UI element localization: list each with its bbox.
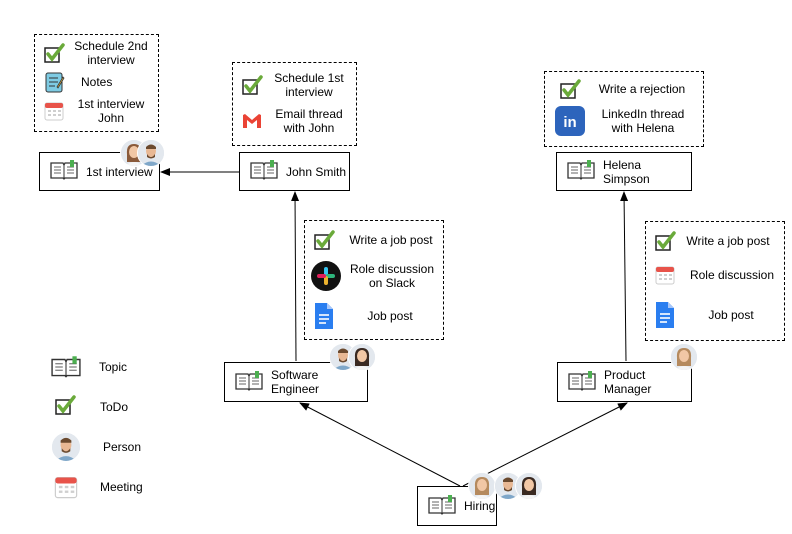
person-avatar-female[interactable] — [515, 472, 543, 500]
doc-label: Job post — [708, 308, 754, 322]
legend-todo-label: ToDo — [100, 400, 129, 414]
topic-label: Helena Simpson — [603, 157, 650, 186]
checkbox-checked-icon — [41, 40, 67, 66]
google-docs-icon — [311, 301, 337, 331]
todo-label: Schedule 2nd interview — [74, 39, 148, 67]
svg-text:in: in — [563, 114, 576, 131]
todo-label: Write a job post — [686, 234, 770, 248]
person-avatar-female[interactable] — [468, 472, 496, 500]
todo-label: Write a rejection — [598, 82, 686, 96]
edge-product-manager-to-helena-simpson — [620, 191, 629, 362]
notes-item[interactable]: Notes — [41, 69, 155, 95]
legend-person-label: Person — [103, 440, 142, 454]
product-manager-items-group: Write a job post Role discussion Job pos… — [645, 221, 785, 341]
todo-item[interactable]: Write a job post — [652, 228, 782, 254]
person-avatar-male[interactable] — [137, 139, 165, 167]
legend-topic-icon — [51, 356, 81, 383]
topic-node-helena-simpson[interactable]: Helena Simpson — [556, 152, 692, 191]
calendar-icon — [652, 262, 678, 288]
legend-meeting-icon — [53, 474, 79, 505]
google-docs-icon — [652, 300, 678, 330]
todo-item[interactable]: Write a job post — [311, 227, 441, 253]
meeting-item[interactable]: 1st interview John — [41, 97, 155, 125]
topic-label: 1st interview — [86, 164, 153, 179]
meeting-label: 1st interview John — [77, 97, 145, 125]
notes-icon — [41, 69, 67, 95]
todo-item[interactable]: Write a rejection — [557, 76, 699, 102]
email-label: Email thread with John — [275, 107, 343, 135]
doc-item[interactable]: Job post — [311, 301, 441, 331]
edge-hiring-to-product-manager — [462, 402, 628, 487]
legend-todo-icon — [54, 394, 76, 421]
book-icon — [568, 370, 596, 394]
notes-label: Notes — [81, 75, 113, 89]
gmail-icon — [239, 108, 265, 134]
edge-software-engineer-to-john-smith — [291, 191, 300, 362]
todo-item[interactable]: Schedule 2nd interview — [41, 39, 155, 67]
topic-label: Software Engineer — [271, 368, 320, 396]
calendar-icon — [41, 98, 67, 124]
software-engineer-items-group: Write a job post Role discussion on Slac… — [304, 220, 444, 340]
checkbox-checked-icon — [557, 76, 583, 102]
legend-meeting-label: Meeting — [100, 480, 143, 494]
email-item[interactable]: Email thread with John — [239, 107, 353, 135]
topic-label: John Smith — [286, 164, 347, 179]
linkedin-label: LinkedIn thread with Helena — [601, 107, 685, 135]
john-smith-items-group: Schedule 1st interview Email thread with… — [232, 62, 357, 146]
meeting-item[interactable]: Role discussion — [652, 262, 782, 288]
book-icon — [50, 160, 78, 183]
book-icon — [567, 160, 595, 183]
topic-label: Hiring — [464, 499, 496, 513]
legend-topic-label: Topic — [99, 360, 128, 374]
topic-node-product-manager[interactable]: Product Manager — [557, 362, 692, 402]
edge-hiring-to-software-engineer — [299, 402, 461, 487]
topic-node-john-smith[interactable]: John Smith — [239, 152, 350, 191]
topic-label: Product Manager — [604, 368, 652, 396]
linkedin-icon: in — [555, 106, 585, 136]
person-avatar-female[interactable] — [348, 343, 376, 371]
linkedin-item[interactable]: in LinkedIn thread with Helena — [555, 106, 701, 136]
todo-item[interactable]: Schedule 1st interview — [239, 71, 353, 99]
todo-label: Write a job post — [349, 233, 433, 247]
slack-label: Role discussion on Slack — [349, 262, 435, 290]
slack-item[interactable]: Role discussion on Slack — [311, 261, 441, 291]
slack-icon — [311, 261, 341, 291]
checkbox-checked-icon — [311, 227, 337, 253]
checkbox-checked-icon — [239, 72, 265, 98]
helena-simpson-items-group: Write a rejection in LinkedIn thread wit… — [544, 71, 704, 147]
topic-node-first-interview[interactable]: 1st interview — [39, 152, 160, 191]
todo-label: Schedule 1st interview — [274, 71, 344, 99]
meeting-label: Role discussion — [689, 268, 775, 282]
first-interview-items-group: Schedule 2nd interview Notes 1st intervi… — [34, 34, 159, 132]
legend-person-icon — [51, 432, 81, 462]
doc-item[interactable]: Job post — [652, 300, 782, 330]
book-icon — [428, 494, 456, 518]
person-avatar-female[interactable] — [670, 343, 698, 371]
checkbox-checked-icon — [652, 228, 678, 254]
book-icon — [235, 370, 263, 394]
doc-label: Job post — [367, 309, 413, 323]
book-icon — [250, 160, 278, 183]
